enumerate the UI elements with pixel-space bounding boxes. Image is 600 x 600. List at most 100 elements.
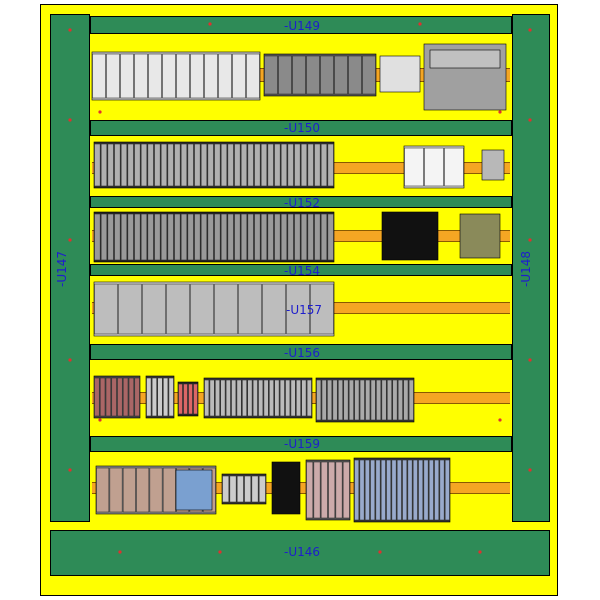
mounting-hole bbox=[68, 28, 72, 32]
terminal bbox=[222, 475, 230, 503]
duct-label-top: -U149 bbox=[284, 19, 321, 33]
terminal bbox=[207, 143, 214, 187]
mounting-hole bbox=[478, 550, 482, 554]
terminal bbox=[292, 55, 306, 95]
terminal-strip-5 bbox=[203, 377, 313, 419]
terminal bbox=[204, 379, 210, 417]
terminal bbox=[412, 459, 418, 521]
mounting-hole bbox=[118, 550, 122, 554]
terminal bbox=[247, 213, 254, 261]
terminal bbox=[214, 213, 221, 261]
terminal bbox=[254, 213, 261, 261]
terminal bbox=[100, 143, 108, 187]
terminal bbox=[307, 213, 314, 261]
mounting-hole bbox=[498, 110, 502, 114]
terminal bbox=[306, 461, 314, 519]
terminal bbox=[236, 475, 244, 503]
terminal bbox=[370, 459, 376, 521]
terminal bbox=[260, 143, 268, 187]
mounting-hole bbox=[68, 118, 72, 122]
terminal bbox=[180, 143, 188, 187]
terminal bbox=[114, 213, 121, 261]
terminal bbox=[348, 379, 354, 421]
terminal bbox=[94, 143, 101, 187]
terminal bbox=[227, 213, 234, 261]
duct-row5 bbox=[90, 344, 512, 360]
terminal-strip-5b bbox=[315, 377, 415, 423]
duct-row2 bbox=[90, 120, 512, 136]
terminal bbox=[193, 383, 198, 415]
terminal bbox=[287, 143, 294, 187]
terminal bbox=[187, 213, 194, 261]
terminal bbox=[391, 459, 397, 521]
terminal bbox=[252, 379, 258, 417]
terminal bbox=[225, 379, 231, 417]
terminal bbox=[246, 53, 260, 99]
left-wire-duct bbox=[50, 14, 90, 522]
terminal bbox=[362, 55, 376, 95]
duct-label-row5: -U156 bbox=[284, 346, 321, 360]
terminal bbox=[238, 283, 262, 335]
terminal bbox=[306, 379, 312, 417]
terminal bbox=[140, 213, 148, 261]
duct-label-row3: -U152 bbox=[284, 196, 321, 210]
terminal bbox=[314, 213, 321, 261]
terminal bbox=[94, 377, 100, 417]
terminal bbox=[403, 379, 409, 421]
mounting-hole bbox=[378, 550, 382, 554]
device-label-u157: -U157 bbox=[286, 303, 323, 317]
terminal bbox=[107, 143, 114, 187]
terminal bbox=[147, 213, 154, 261]
terminal bbox=[136, 467, 150, 513]
terminal bbox=[229, 475, 237, 503]
duct-label-right: -U148 bbox=[519, 250, 534, 288]
terminal bbox=[176, 53, 190, 99]
terminal bbox=[434, 459, 440, 521]
terminal bbox=[386, 379, 393, 421]
terminal bbox=[190, 53, 204, 99]
terminal bbox=[122, 467, 136, 513]
terminal bbox=[386, 459, 392, 521]
terminal-strip-2 bbox=[93, 141, 335, 189]
terminal bbox=[348, 55, 362, 95]
mounting-hole bbox=[528, 468, 532, 472]
terminal bbox=[117, 377, 123, 417]
terminal bbox=[207, 213, 214, 261]
terminal-group-6c bbox=[305, 459, 351, 521]
mounting-hole bbox=[208, 22, 212, 26]
terminal bbox=[147, 143, 154, 187]
terminal bbox=[109, 467, 123, 513]
terminal bbox=[381, 379, 387, 421]
terminal bbox=[134, 377, 140, 417]
terminal bbox=[407, 459, 413, 521]
terminal bbox=[267, 213, 274, 261]
terminal bbox=[313, 461, 321, 519]
terminal bbox=[258, 379, 264, 417]
terminal bbox=[307, 143, 314, 187]
terminal bbox=[134, 53, 148, 99]
terminal bbox=[128, 377, 135, 417]
duct-row3 bbox=[90, 196, 512, 208]
terminal bbox=[92, 53, 106, 99]
terminal-strip-6 bbox=[353, 457, 451, 523]
terminal bbox=[327, 143, 334, 187]
terminal bbox=[114, 143, 121, 187]
terminal bbox=[444, 147, 464, 187]
terminal bbox=[99, 377, 106, 417]
terminal bbox=[263, 379, 269, 417]
terminal bbox=[306, 55, 320, 95]
terminal bbox=[343, 379, 349, 421]
duct-label-left: -U147 bbox=[55, 250, 70, 288]
terminal bbox=[234, 213, 241, 261]
terminal bbox=[423, 459, 429, 521]
duct-row6 bbox=[90, 436, 512, 452]
terminal bbox=[127, 213, 134, 261]
terminal bbox=[194, 213, 201, 261]
terminal bbox=[214, 283, 238, 335]
controller-panel bbox=[429, 49, 501, 69]
terminal bbox=[120, 213, 128, 261]
terminal bbox=[247, 143, 254, 187]
terminal bbox=[200, 143, 208, 187]
terminal bbox=[163, 377, 169, 417]
terminal bbox=[134, 143, 141, 187]
